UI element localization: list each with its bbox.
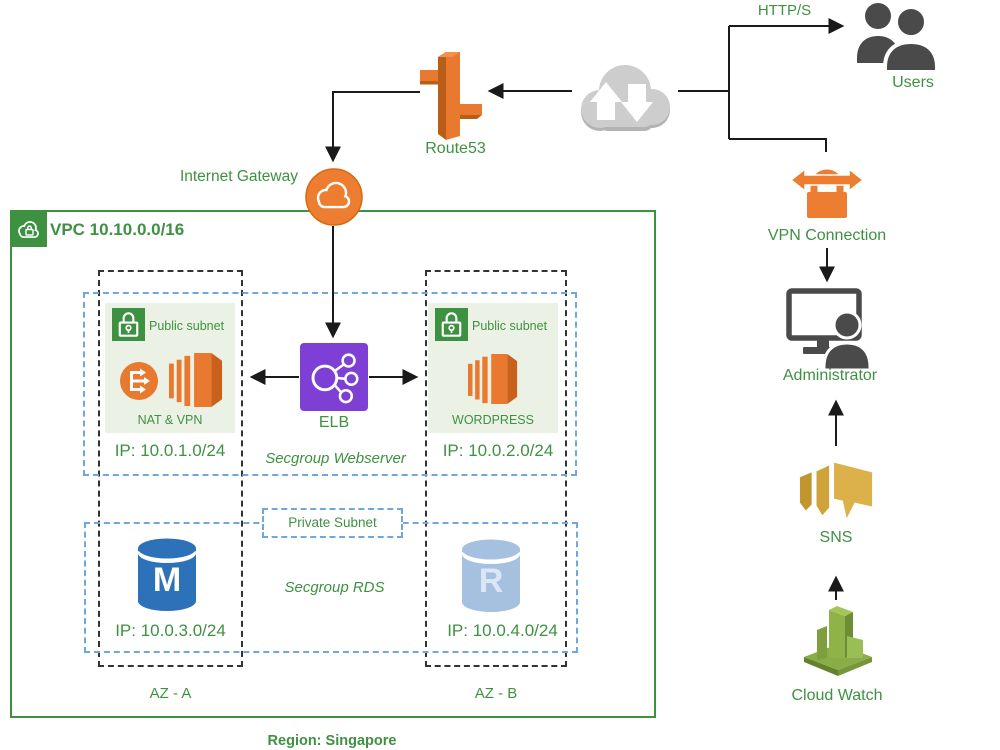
vpc-title: VPC 10.10.0.0/16: [50, 220, 185, 239]
ec2-instance-icon: [169, 353, 223, 407]
public-subnet-a-card: Public subnet NAT & VPN: [105, 303, 235, 433]
subnet-lock-icon: [435, 308, 468, 341]
vpc-boundary: VPC 10.10.0.0/16: [10, 210, 656, 718]
rds-replica-icon: R: [462, 539, 520, 612]
region-label: Region: Singapore: [267, 733, 397, 749]
mysql-db-icon: M: [138, 538, 196, 611]
mysql-letter: M: [153, 561, 181, 599]
sns-label: SNS: [819, 529, 853, 546]
secgroup-rds-label: Secgroup RDS: [284, 579, 385, 596]
nat-gateway-icon: [120, 362, 158, 400]
az-b-label: AZ - B: [474, 685, 518, 702]
cloudwatch-icon: [804, 606, 872, 676]
internet-gateway-icon: [305, 168, 363, 226]
cloudwatch-label: Cloud Watch: [791, 687, 883, 704]
subnet-a-ip: IP: 10.0.1.0/24: [114, 441, 226, 460]
route53-label: Route53: [425, 140, 486, 157]
administrator-icon: [786, 288, 870, 370]
sns-icon: [799, 462, 873, 519]
az-a-box: [98, 270, 243, 667]
users-label: Users: [892, 74, 934, 91]
subnet-b-ip: IP: 10.0.2.0/24: [442, 441, 554, 460]
public-subnet-a-label: Public subnet: [149, 319, 225, 333]
vpn-connection-label: VPN Connection: [767, 227, 887, 244]
users-icon: [857, 3, 939, 72]
subnet-lock-glyph: [441, 312, 462, 337]
secgroup-webserver-box: [83, 292, 577, 476]
route53-icon: [420, 52, 482, 140]
replica-ip: IP: 10.0.4.0/24: [447, 621, 558, 640]
vpc-cloud-lock-glyph: [17, 220, 39, 238]
private-subnet-label: Private Subnet: [262, 508, 403, 538]
public-subnet-b-card: Public subnet WORDPRESS: [428, 303, 558, 433]
internet-gateway-label: Internet Gateway: [179, 168, 298, 185]
wire-route53-to-igw: [325, 91, 420, 163]
vpn-lock-icon: [789, 167, 865, 218]
nat-vpn-label: NAT & VPN: [137, 413, 203, 427]
elb-glyph: [311, 353, 359, 404]
subnet-lock-glyph: [118, 312, 139, 337]
upload-arrow-icon: [590, 82, 622, 120]
internet-cloud-icon: [581, 65, 670, 131]
elb-label: ELB: [318, 414, 350, 431]
replica-letter: R: [479, 562, 504, 600]
ec2-instance-icon: [468, 354, 518, 404]
az-a-label: AZ - A: [149, 685, 192, 702]
elb-icon: [300, 343, 368, 411]
wordpress-label: WORDPRESS: [452, 413, 534, 427]
subnet-lock-icon: [112, 308, 145, 341]
vpc-cloud-lock-icon: [10, 210, 47, 247]
mysql-ip: IP: 10.0.3.0/24: [115, 621, 226, 640]
download-arrow-icon: [621, 84, 653, 122]
public-subnet-b-label: Public subnet: [472, 319, 548, 333]
wire-branch-to-vpn: [729, 138, 827, 152]
secgroup-webserver-label: Secgroup Webserver: [265, 450, 406, 467]
https-label: HTTP/S: [757, 2, 812, 19]
az-b-box: [425, 270, 567, 667]
administrator-label: Administrator: [782, 367, 878, 384]
